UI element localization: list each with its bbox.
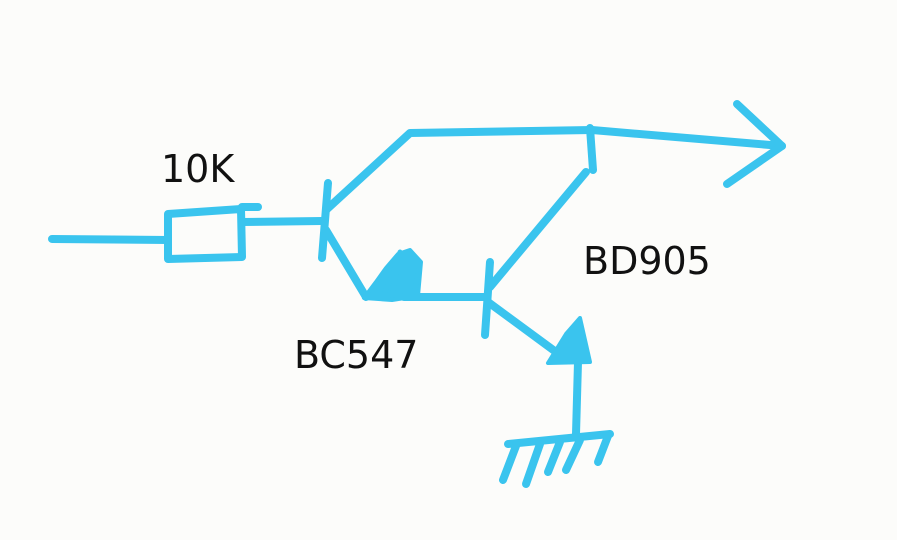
ground-hatch-5 bbox=[594, 432, 612, 466]
q1-collector bbox=[322, 126, 596, 214]
q2-collector bbox=[486, 168, 590, 291]
q1-label: BC547 bbox=[294, 333, 419, 377]
q2-emitter bbox=[484, 298, 560, 356]
resistor-to-base-wire bbox=[238, 217, 326, 226]
resistor-body bbox=[164, 205, 246, 263]
q1-arrow-scribble bbox=[381, 249, 423, 299]
q1-emitter bbox=[322, 226, 370, 301]
q2-label: BD905 bbox=[583, 239, 711, 283]
q2-collector-stub bbox=[586, 124, 597, 174]
ground-hatch-3 bbox=[544, 438, 564, 476]
ground-wire bbox=[572, 358, 582, 438]
ground-hatch-2 bbox=[522, 440, 544, 488]
ground-hatch-4 bbox=[562, 436, 584, 474]
resistor-label: 10K bbox=[161, 147, 235, 191]
input-wire bbox=[48, 235, 172, 244]
output-arrowhead bbox=[723, 100, 786, 188]
ground-hatch-1 bbox=[499, 442, 520, 484]
q2-emitter-arrow bbox=[546, 316, 592, 365]
q1-base-bar bbox=[318, 179, 332, 262]
top-rail bbox=[588, 126, 786, 150]
